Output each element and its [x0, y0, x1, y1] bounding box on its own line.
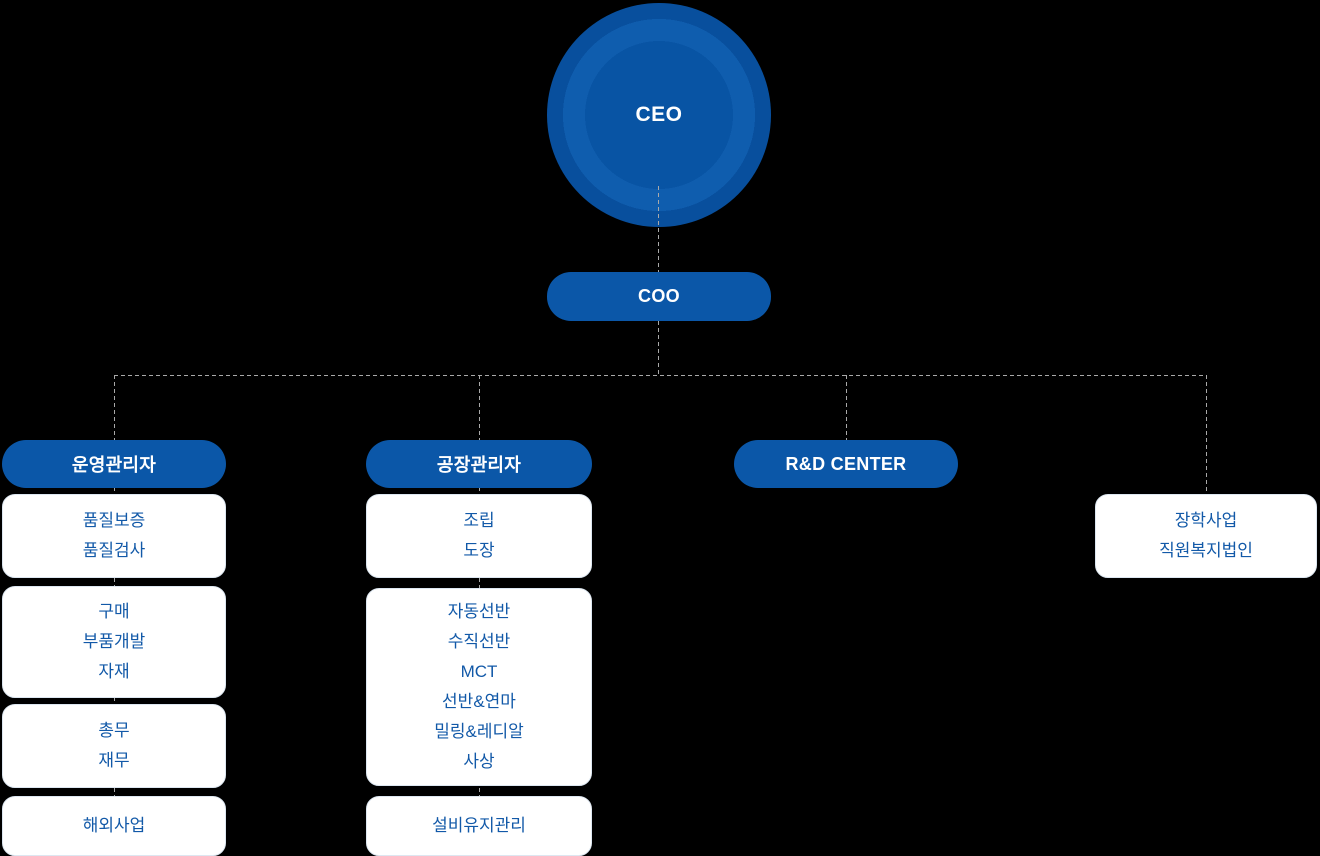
- org-box-welfare: 장학사업 직원복지법인: [1095, 494, 1317, 578]
- org-box-line: 재무: [98, 751, 130, 770]
- connector-ceo-coo: [658, 186, 659, 272]
- org-box-line: 구매: [98, 602, 130, 621]
- org-box-line: 사상: [463, 752, 495, 771]
- org-box-machining: 자동선반 수직선반 MCT 선반&연마 밀링&레디알 사상: [366, 588, 592, 786]
- ceo-node: CEO: [547, 3, 771, 227]
- org-box-line: 자동선반: [447, 602, 511, 621]
- ceo-label: CEO: [635, 103, 683, 126]
- org-box-line: 총무: [98, 721, 130, 740]
- org-box-assembly: 조립 도장: [366, 494, 592, 578]
- connector-col-rnd: [846, 375, 847, 445]
- org-box-purchasing: 구매 부품개발 자재: [2, 586, 226, 698]
- org-box-maintenance: 설비유지관리: [366, 796, 592, 856]
- org-box-line: 설비유지관리: [432, 816, 526, 835]
- org-box-line: 밀링&레디알: [434, 722, 524, 741]
- connector-col-factory: [479, 375, 480, 800]
- dept-pill-rnd-center: R&D CENTER: [734, 440, 958, 488]
- dept-pill-label: 운영관리자: [71, 455, 157, 475]
- org-box-admin-finance: 총무 재무: [2, 704, 226, 788]
- coo-node: COO: [547, 272, 771, 321]
- org-box-line: 해외사업: [82, 816, 146, 835]
- org-box-line: 품질검사: [82, 541, 146, 560]
- dept-pill-factory: 공장관리자: [366, 440, 592, 488]
- org-box-line: 품질보증: [82, 511, 146, 530]
- dept-pill-label: R&D CENTER: [785, 453, 907, 474]
- connector-col-welfare: [1206, 375, 1207, 495]
- dept-pill-operations: 운영관리자: [2, 440, 226, 488]
- org-box-line: 장학사업: [1174, 511, 1238, 530]
- org-box-line: 직원복지법인: [1159, 541, 1253, 560]
- org-box-line: 선반&연마: [442, 692, 516, 711]
- org-box-line: MCT: [460, 662, 498, 681]
- org-box-quality: 품질보증 품질검사: [2, 494, 226, 578]
- coo-label: COO: [638, 286, 680, 306]
- org-box-line: 자재: [98, 662, 130, 681]
- org-box-line: 조립: [463, 511, 495, 530]
- org-box-line: 수직선반: [447, 632, 511, 651]
- connector-coo-down: [658, 321, 659, 376]
- org-box-overseas: 해외사업: [2, 796, 226, 856]
- org-box-line: 도장: [463, 541, 495, 560]
- dept-pill-label: 공장관리자: [436, 455, 522, 475]
- org-box-line: 부품개발: [82, 632, 146, 651]
- connector-branch-horizontal: [114, 375, 1207, 376]
